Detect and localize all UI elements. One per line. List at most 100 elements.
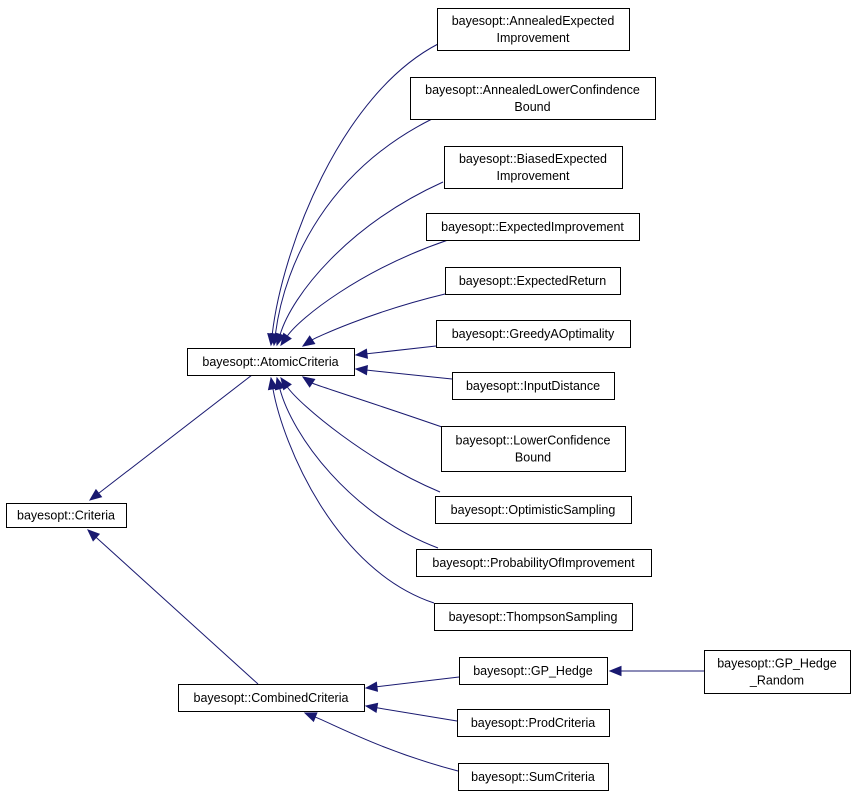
edges-layer bbox=[87, 43, 704, 772]
inheritance-edge-sum-criteria-to-combined bbox=[303, 712, 459, 772]
inheritance-edge-gp-hedge-random-to-gp-hedge bbox=[608, 665, 704, 677]
class-node-gp-hedge-random[interactable]: bayesopt::GP_Hedge_Random bbox=[704, 650, 851, 694]
inheritance-edge-input-distance-to-atomic bbox=[354, 364, 453, 380]
edge-line bbox=[279, 388, 439, 549]
edge-arrowhead bbox=[354, 364, 368, 376]
class-node-box bbox=[704, 650, 851, 694]
class-node-label: bayesopt::GP_Hedge bbox=[473, 664, 593, 678]
class-node-box bbox=[445, 267, 621, 295]
class-node-box bbox=[187, 348, 355, 376]
inheritance-edge-atomic-to-criteria bbox=[88, 374, 253, 501]
class-node-label: bayesopt::ProdCriteria bbox=[471, 716, 595, 730]
edge-line bbox=[279, 181, 444, 335]
class-node-label: bayesopt::CombinedCriteria bbox=[194, 691, 349, 705]
edge-line bbox=[376, 707, 458, 722]
edge-arrowhead bbox=[87, 529, 101, 542]
class-node-box bbox=[441, 426, 626, 472]
edge-arrowhead bbox=[303, 712, 318, 723]
edge-line bbox=[271, 43, 439, 335]
inheritance-edge-lower-confidence-bound-to-atomic bbox=[301, 376, 443, 428]
class-node-label: Improvement bbox=[497, 169, 570, 183]
class-node-box bbox=[458, 763, 609, 791]
class-node-label: bayesopt::AnnealedLowerConfindence bbox=[425, 83, 640, 97]
class-node-probability-of-improvement[interactable]: bayesopt::ProbabilityOfImprovement bbox=[416, 549, 652, 577]
edge-arrowhead bbox=[364, 702, 379, 714]
class-node-criteria[interactable]: bayesopt::Criteria bbox=[6, 503, 127, 528]
edge-line bbox=[98, 374, 253, 494]
edge-arrowhead bbox=[364, 681, 379, 692]
inheritance-edge-annealed-lcb-to-atomic bbox=[270, 118, 433, 347]
class-node-box bbox=[410, 77, 656, 120]
edge-line bbox=[315, 716, 459, 772]
edge-arrowhead bbox=[267, 376, 279, 391]
class-node-box bbox=[459, 657, 608, 685]
edge-line bbox=[366, 345, 437, 355]
edge-line bbox=[366, 369, 453, 380]
class-node-label: bayesopt::Criteria bbox=[17, 509, 115, 523]
class-node-box bbox=[452, 372, 615, 400]
edge-arrowhead bbox=[88, 488, 103, 501]
inheritance-edge-gp-hedge-to-combined bbox=[364, 676, 460, 692]
class-node-box bbox=[178, 684, 365, 712]
class-node-box bbox=[457, 709, 610, 737]
inheritance-edge-thompson-sampling-to-atomic bbox=[267, 376, 435, 604]
inheritance-edge-greedy-a-optimality-to-atomic bbox=[354, 345, 437, 359]
class-node-expected-improvement[interactable]: bayesopt::ExpectedImprovement bbox=[426, 213, 640, 241]
class-node-label: bayesopt::OptimisticSampling bbox=[451, 503, 616, 517]
class-node-label: bayesopt::GreedyAOptimality bbox=[452, 327, 615, 341]
class-node-label: bayesopt::GP_Hedge bbox=[717, 657, 837, 671]
class-node-gp-hedge[interactable]: bayesopt::GP_Hedge bbox=[459, 657, 608, 685]
edge-arrowhead bbox=[301, 376, 316, 388]
class-node-greedy-a-optimality[interactable]: bayesopt::GreedyAOptimality bbox=[436, 320, 631, 348]
edge-line bbox=[272, 388, 435, 604]
edge-arrowhead bbox=[275, 332, 286, 347]
class-node-box bbox=[426, 213, 640, 241]
class-node-label: Improvement bbox=[497, 31, 570, 45]
class-node-label: bayesopt::AtomicCriteria bbox=[202, 355, 338, 369]
inheritance-edge-expected-return-to-atomic bbox=[301, 293, 446, 347]
class-node-input-distance[interactable]: bayesopt::InputDistance bbox=[452, 372, 615, 400]
class-node-label: bayesopt::BiasedExpected bbox=[459, 152, 607, 166]
class-node-box bbox=[435, 496, 632, 524]
class-node-label: bayesopt::ExpectedReturn bbox=[459, 274, 606, 288]
class-node-thompson-sampling[interactable]: bayesopt::ThompsonSampling bbox=[434, 603, 633, 631]
class-node-combined[interactable]: bayesopt::CombinedCriteria bbox=[178, 684, 365, 712]
edge-arrowhead bbox=[608, 665, 622, 677]
inheritance-edge-biased-ei-to-atomic bbox=[275, 181, 444, 347]
edge-line bbox=[311, 382, 443, 428]
class-node-label: bayesopt::ProbabilityOfImprovement bbox=[432, 556, 635, 570]
class-node-atomic[interactable]: bayesopt::AtomicCriteria bbox=[187, 348, 355, 376]
class-node-box bbox=[6, 503, 127, 528]
class-node-label: bayesopt::InputDistance bbox=[466, 379, 600, 393]
inheritance-edge-prod-criteria-to-combined bbox=[364, 702, 458, 722]
class-node-box bbox=[416, 549, 652, 577]
edge-arrowhead bbox=[301, 335, 316, 347]
class-node-label: _Random bbox=[749, 674, 804, 688]
inheritance-edge-probability-of-improvement-to-atomic bbox=[274, 376, 439, 549]
class-node-prod-criteria[interactable]: bayesopt::ProdCriteria bbox=[457, 709, 610, 737]
edge-arrowhead bbox=[274, 376, 285, 391]
edge-line bbox=[286, 386, 441, 493]
edge-line bbox=[286, 239, 449, 337]
edge-line bbox=[95, 537, 259, 685]
class-node-sum-criteria[interactable]: bayesopt::SumCriteria bbox=[458, 763, 609, 791]
inheritance-edge-expected-improvement-to-atomic bbox=[280, 239, 449, 347]
edge-line bbox=[376, 676, 460, 688]
class-node-box bbox=[437, 8, 630, 51]
class-node-label: bayesopt::SumCriteria bbox=[471, 770, 595, 784]
class-node-box bbox=[444, 146, 623, 189]
edge-arrowhead bbox=[280, 332, 292, 347]
nodes-layer: bayesopt::Criteria bayesopt::AtomicCriter… bbox=[6, 8, 851, 791]
class-node-expected-return[interactable]: bayesopt::ExpectedReturn bbox=[445, 267, 621, 295]
class-node-label: bayesopt::LowerConfidence bbox=[456, 434, 611, 448]
class-node-label: bayesopt::ExpectedImprovement bbox=[441, 220, 624, 234]
inheritance-edge-optimistic-sampling-to-atomic bbox=[280, 376, 441, 493]
class-node-optimistic-sampling[interactable]: bayesopt::OptimisticSampling bbox=[435, 496, 632, 524]
class-node-box bbox=[436, 320, 631, 348]
inheritance-edge-combined-to-criteria bbox=[87, 529, 259, 685]
